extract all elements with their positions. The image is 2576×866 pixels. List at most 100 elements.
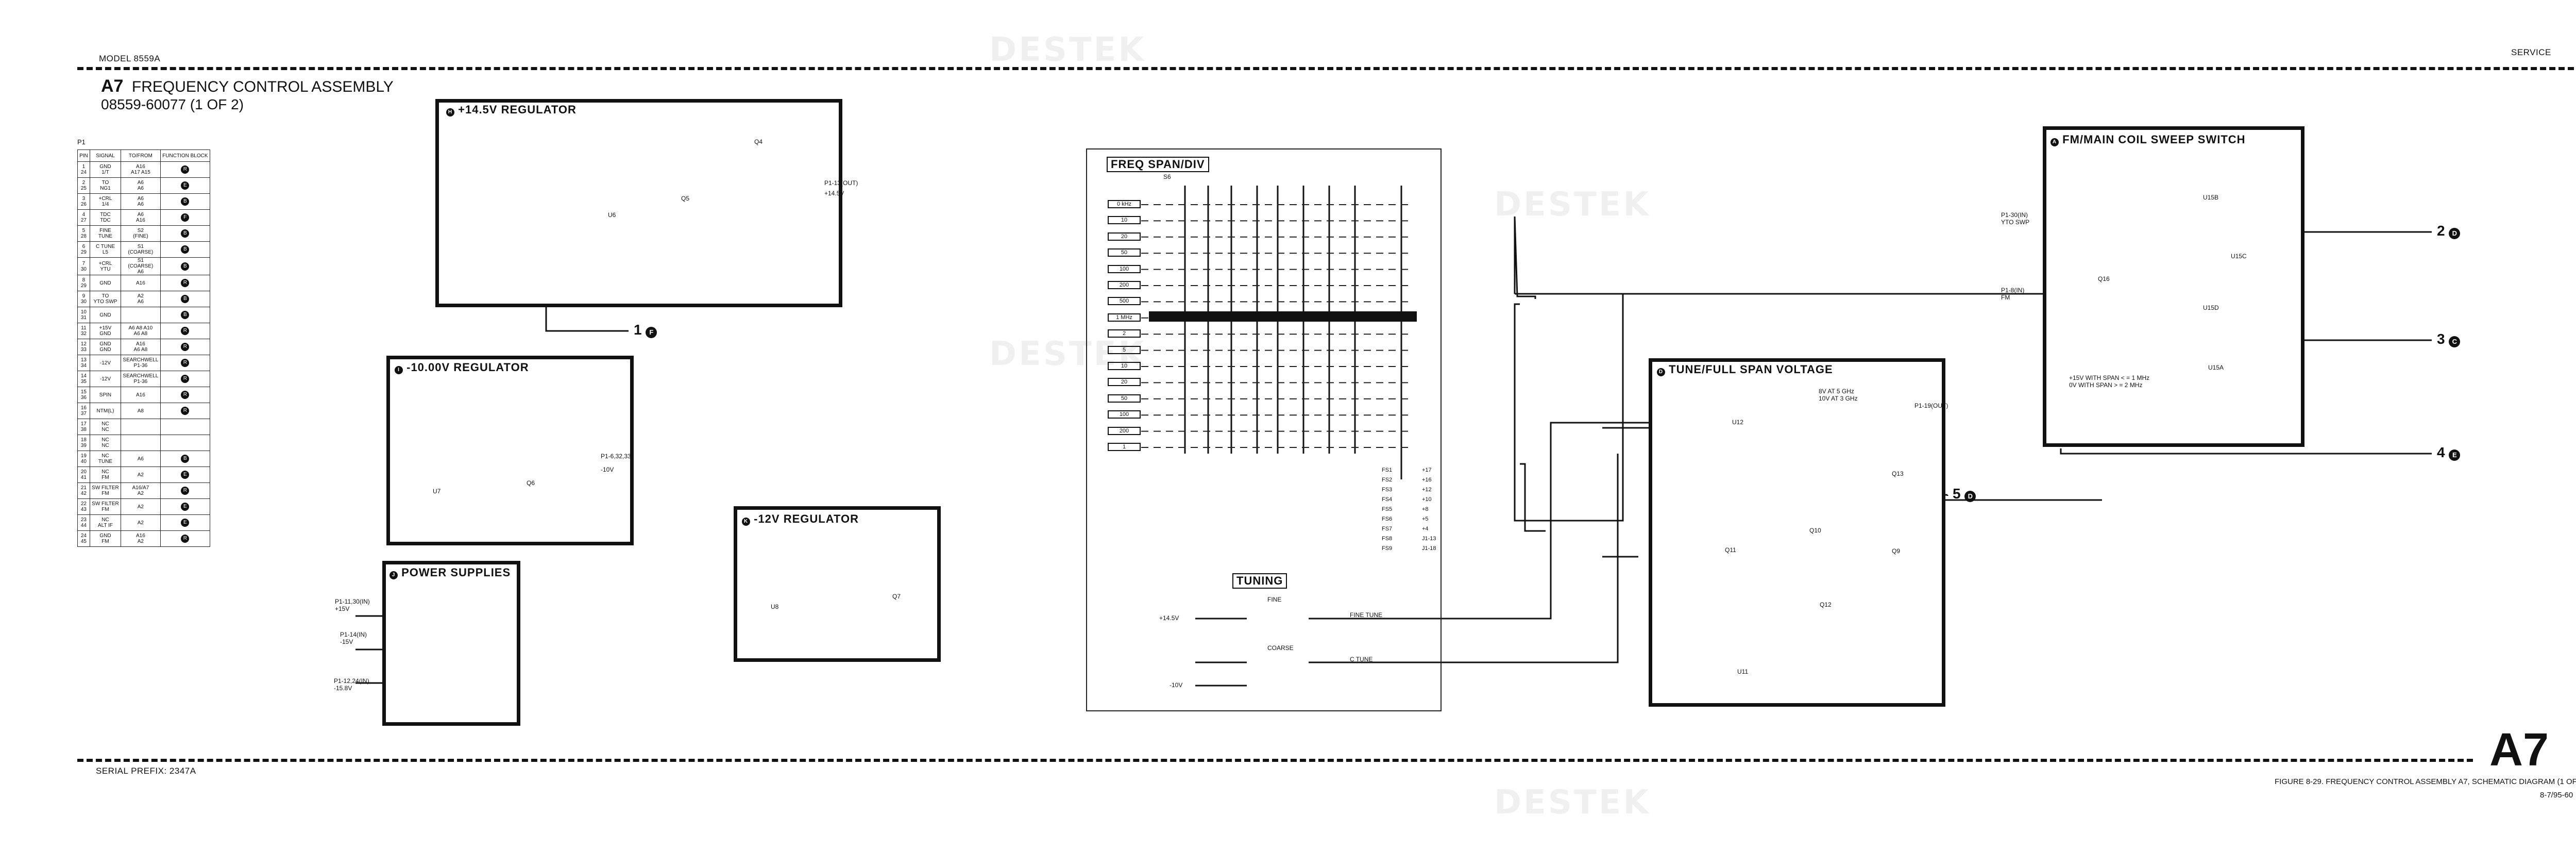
bottom-dashed-border (77, 759, 2473, 762)
model-label: MODEL 8559A (99, 54, 161, 63)
function-block-badge: R (181, 327, 190, 335)
top-dashed-border (77, 67, 2574, 70)
u8-label: U8 (771, 603, 779, 610)
pin-cell: 8 29 (77, 275, 90, 291)
pin-table-connector: P1 (77, 138, 86, 146)
span-output-label: FS4 (1382, 496, 1393, 503)
u7-label: U7 (433, 488, 441, 495)
offpage-connector-3: 3 C (2437, 331, 2461, 347)
tofrom-cell: A8 (121, 403, 161, 419)
offpage-num: 4 (2437, 444, 2445, 460)
function-block-badge: B (181, 455, 190, 463)
fine-tune-label: FINE TUNE (1350, 611, 1383, 619)
tuning-vpos: +14.5V (1159, 614, 1179, 622)
reg-12v-title: K -12V REGULATOR (742, 512, 859, 526)
tofrom-cell: A16 A2 (121, 530, 161, 547)
offpage-connector-1: 1 F (634, 322, 657, 338)
span-output-label: FS2 (1382, 477, 1393, 483)
function-block-badge: R (181, 343, 190, 351)
block-title-text: -12V REGULATOR (754, 512, 859, 525)
function-block-badge: E (181, 181, 190, 190)
watermark: DESTEK (1494, 186, 1651, 224)
span-connector-label: +5 (1422, 516, 1429, 522)
span-position-label: 10 (1108, 216, 1141, 225)
q16-label: Q16 (2098, 275, 2110, 282)
part-number: 08559-60077 (1 OF 2) (101, 96, 244, 112)
function-cell (160, 419, 211, 435)
offpage-letter: D (1964, 491, 1976, 502)
function-col-header: FUNCTION BLOCK (160, 149, 211, 162)
pin-cell: 14 35 (77, 371, 90, 387)
reg-14v5-title: H +14.5V REGULATOR (446, 103, 577, 116)
signal-cell: +CRL 1/4 (89, 193, 122, 210)
signal-cell: TDC TDC (89, 209, 122, 226)
reg-10v-box (386, 356, 634, 545)
tofrom-cell: A2 (121, 498, 161, 515)
span-connector-label: +10 (1422, 496, 1432, 503)
span-position-label: 10 (1108, 362, 1141, 370)
pin-cell: 4 27 (77, 209, 90, 226)
span-position-label: 100 (1108, 264, 1141, 273)
freq-span-box (1086, 148, 1442, 711)
span-output-label: FS9 (1382, 545, 1393, 552)
q7-label: Q7 (892, 593, 901, 600)
corner-assembly-code: A7 (2489, 724, 2549, 776)
function-block-badge: B (181, 262, 190, 271)
signal-cell: GND (89, 275, 122, 291)
span-connector-label: J1-18 (1422, 545, 1436, 552)
signal-cell: TO NG1 (89, 177, 122, 194)
offpage-num: 3 (2437, 331, 2445, 347)
span-position-label: 200 (1108, 281, 1141, 289)
q9-label: Q9 (1892, 547, 1901, 555)
q13-label: Q13 (1892, 470, 1904, 477)
tp8-label: 8V AT 5 GHz 10V AT 3 GHz (1819, 388, 1858, 402)
q11-label: Q11 (1725, 546, 1736, 554)
span-position-label: 200 (1108, 426, 1141, 435)
figure-caption: FIGURE 8-29. FREQUENCY CONTROL ASSEMBLY … (2275, 777, 2576, 786)
q12-label: Q12 (1820, 601, 1832, 608)
tofrom-cell: A2 (121, 514, 161, 531)
signal-cell: FINE TUNE (89, 225, 122, 242)
function-cell (160, 435, 211, 451)
span-selector-bar (1149, 311, 1417, 322)
u15a-label: U15A (2208, 364, 2224, 371)
function-cell: R (160, 161, 211, 178)
span-position-label: 20 (1108, 378, 1141, 387)
tofrom-cell: A6 A16 (121, 209, 161, 226)
span-output-label: FS3 (1382, 487, 1393, 493)
pin-cell: 23 44 (77, 514, 90, 531)
offpage-letter: F (646, 327, 657, 338)
function-block-badge: R (181, 165, 190, 174)
signal-cell: SW FILTER FM (89, 482, 122, 499)
function-cell: R (160, 275, 211, 291)
span-position-label: 50 (1108, 248, 1141, 257)
fm-note-label: +15V WITH SPAN < = 1 MHz 0V WITH SPAN > … (2069, 374, 2150, 389)
tofrom-cell: A6 (121, 451, 161, 467)
fm-main-title: A FM/MAIN COIL SWEEP SWITCH (2050, 133, 2246, 146)
function-cell: R (160, 530, 211, 547)
signal-cell: GND FM (89, 530, 122, 547)
block-title-text: FM/MAIN COIL SWEEP SWITCH (2062, 133, 2246, 146)
span-position-label: 0 kHz (1108, 200, 1141, 208)
tofrom-col-header: TO/FROM (121, 149, 161, 162)
function-block-badge: R (181, 375, 190, 383)
offpage-num: 1 (634, 322, 642, 338)
block-letter-badge: A (2050, 138, 2059, 146)
q6-label: Q6 (527, 479, 535, 487)
function-block-badge: R (181, 279, 190, 287)
pin-col-header: PIN (77, 149, 90, 162)
q5-label: Q5 (681, 195, 690, 202)
block-letter-badge: I (395, 366, 403, 374)
tuning-title: TUNING (1232, 573, 1287, 589)
function-cell: R (160, 482, 211, 499)
assembly-code: A7 (101, 76, 124, 96)
offpage-num: 5 (1953, 486, 1961, 502)
offpage-letter: C (2449, 336, 2461, 347)
function-block-badge: R (181, 391, 190, 399)
